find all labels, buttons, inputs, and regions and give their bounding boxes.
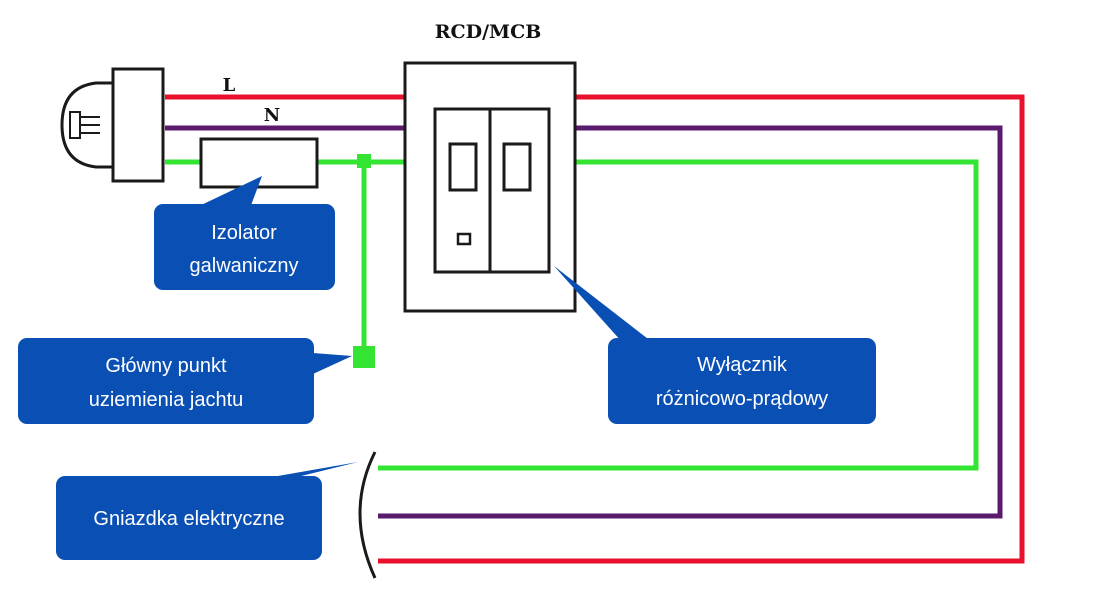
sockets-callout-text: Gniazdka elektryczne [93, 508, 284, 530]
rcd-callout-line-1: Wyłącznik [697, 354, 788, 376]
shore-power-plug-icon [60, 67, 165, 183]
line-wire [165, 94, 1025, 564]
isolator-callout: Izolator galwaniczny [154, 176, 335, 290]
neutral-wire [165, 125, 1003, 519]
rcd-callout: Wyłącznik różnicowo-prądowy [554, 266, 876, 424]
mcb-toggle-switch [502, 142, 532, 192]
sockets-callout: Gniazdka elektryczne [56, 462, 358, 560]
isolator-callout-line-1: Izolator [211, 222, 277, 244]
rcd-mcb-unit [403, 61, 577, 313]
rcd-test-button [456, 232, 472, 246]
main-ground-point [353, 346, 375, 368]
ground-point-callout: Główny punkt uziemienia jachtu [18, 338, 352, 424]
line-wire-label: L [223, 75, 236, 96]
rcd-callout-line-2: różnicowo-prądowy [656, 388, 828, 410]
ground-point-callout-line-1: Główny punkt [105, 355, 227, 377]
rcd-mcb-title: RCD/MCB [435, 21, 542, 43]
rcd-toggle-switch [448, 142, 478, 192]
ground-point-callout-line-2: uziemienia jachtu [89, 389, 244, 411]
earth-junction-node [357, 154, 371, 168]
neutral-wire-label: N [264, 105, 280, 126]
socket-outlets-bracket [358, 451, 377, 579]
isolator-callout-line-2: galwaniczny [190, 255, 299, 277]
